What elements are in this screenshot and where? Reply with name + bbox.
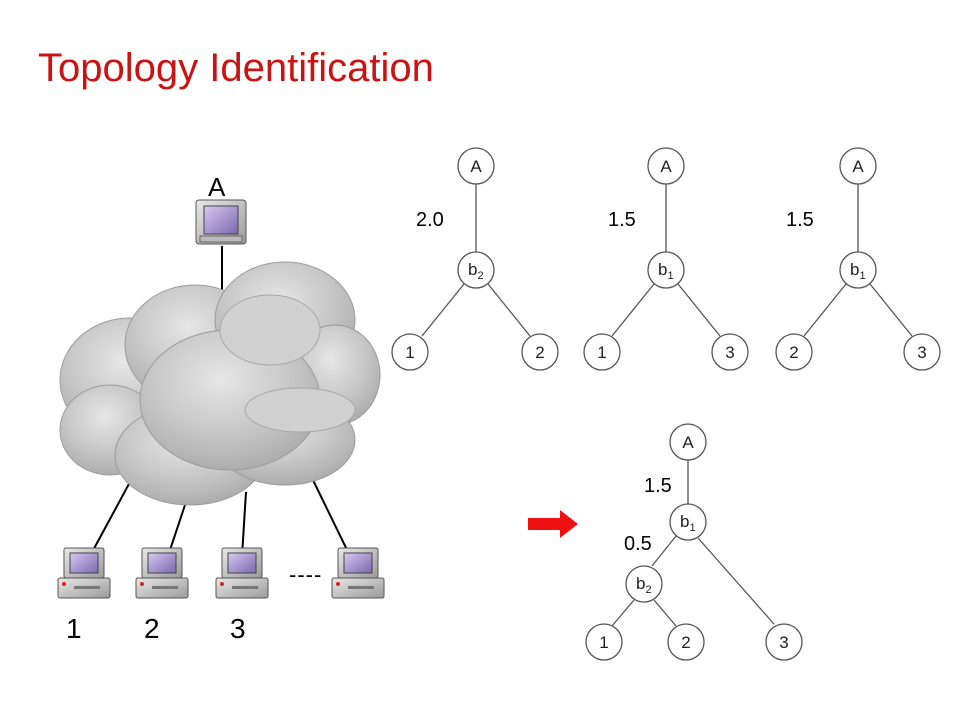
result-leaf-node: [765, 623, 803, 661]
tree-2-branch-node: [647, 251, 685, 289]
result-leaf-label: 3: [779, 633, 788, 652]
result-leaf-label: 2: [681, 633, 690, 652]
source-computer-icon[interactable]: [195, 199, 247, 245]
tree-2-leaf-label: 1: [597, 343, 606, 362]
result-root-label: A: [682, 433, 694, 452]
tree-3-root-label: A: [852, 157, 864, 176]
result-leaf-label: 1: [599, 633, 608, 652]
result-leaf-node: [667, 623, 705, 661]
cloud-highlights: [219, 294, 356, 433]
result-upper-weight: 1.5: [644, 475, 672, 497]
tree-1-weight: 2.0: [416, 209, 444, 231]
tree-3-leaf-node: [775, 333, 813, 371]
tree-2-leaf-label: 3: [725, 343, 734, 362]
receiver-computer-1-icon[interactable]: [57, 547, 111, 599]
tree-2-leaf-node: [711, 333, 749, 371]
tree-2: A b1 1 3 1.5: [583, 147, 749, 371]
tree-3: A b1 2 3 1.5: [775, 147, 941, 371]
tree-3-weight: 1.5: [786, 209, 814, 231]
tree-3-branch-node: [839, 251, 877, 289]
result-upper-branch-label: b1: [680, 512, 696, 534]
result-lower-branch-node: [625, 565, 663, 603]
tree-1: A b2 1 2 2.0: [391, 147, 559, 371]
tree-1-leaf-label: 2: [535, 343, 544, 362]
tree-1-branch-node: [457, 251, 495, 289]
result-root-node: [669, 423, 707, 461]
tree-2-root-label: A: [660, 157, 672, 176]
result-arrow-icon: [528, 510, 578, 538]
tree-3-root-node: [839, 147, 877, 185]
receiver-label-1: 1: [66, 613, 82, 644]
tree-1-leaf-node: [521, 333, 559, 371]
tree-2-weight: 1.5: [608, 209, 636, 231]
tree-2-root-node: [647, 147, 685, 185]
result-leaf-node: [585, 623, 623, 661]
tree-1-root-node: [457, 147, 495, 185]
source-label: A: [208, 172, 226, 202]
receiver-computer-2-icon[interactable]: [135, 547, 189, 599]
result-lower-weight: 0.5: [624, 533, 652, 555]
tree-3-branch-label: b1: [850, 260, 866, 282]
tree-1-root-label: A: [470, 157, 482, 176]
receiver-label-3: 3: [230, 613, 246, 644]
tree-1-branch-label: b2: [468, 260, 484, 282]
network-cloud: [59, 261, 381, 506]
tree-2-branch-label: b1: [658, 260, 674, 282]
receiver-computer-n-icon[interactable]: [331, 547, 385, 599]
tree-1-leaf-node: [391, 333, 429, 371]
result-tree: A b1 b2 1 2 3 1.5 0.5: [585, 423, 803, 661]
receiver-computer-3-icon[interactable]: [215, 547, 269, 599]
result-upper-branch-node: [669, 503, 707, 541]
ellipsis-label: ----: [289, 562, 322, 587]
tree-3-leaf-label: 2: [789, 343, 798, 362]
receiver-label-2: 2: [144, 613, 160, 644]
page-title: Topology Identification: [38, 46, 434, 90]
tree-3-leaf-node: [903, 333, 941, 371]
tree-2-leaf-node: [583, 333, 621, 371]
tree-3-leaf-label: 3: [917, 343, 926, 362]
tree-1-leaf-label: 1: [405, 343, 414, 362]
result-lower-branch-label: b2: [636, 574, 652, 596]
